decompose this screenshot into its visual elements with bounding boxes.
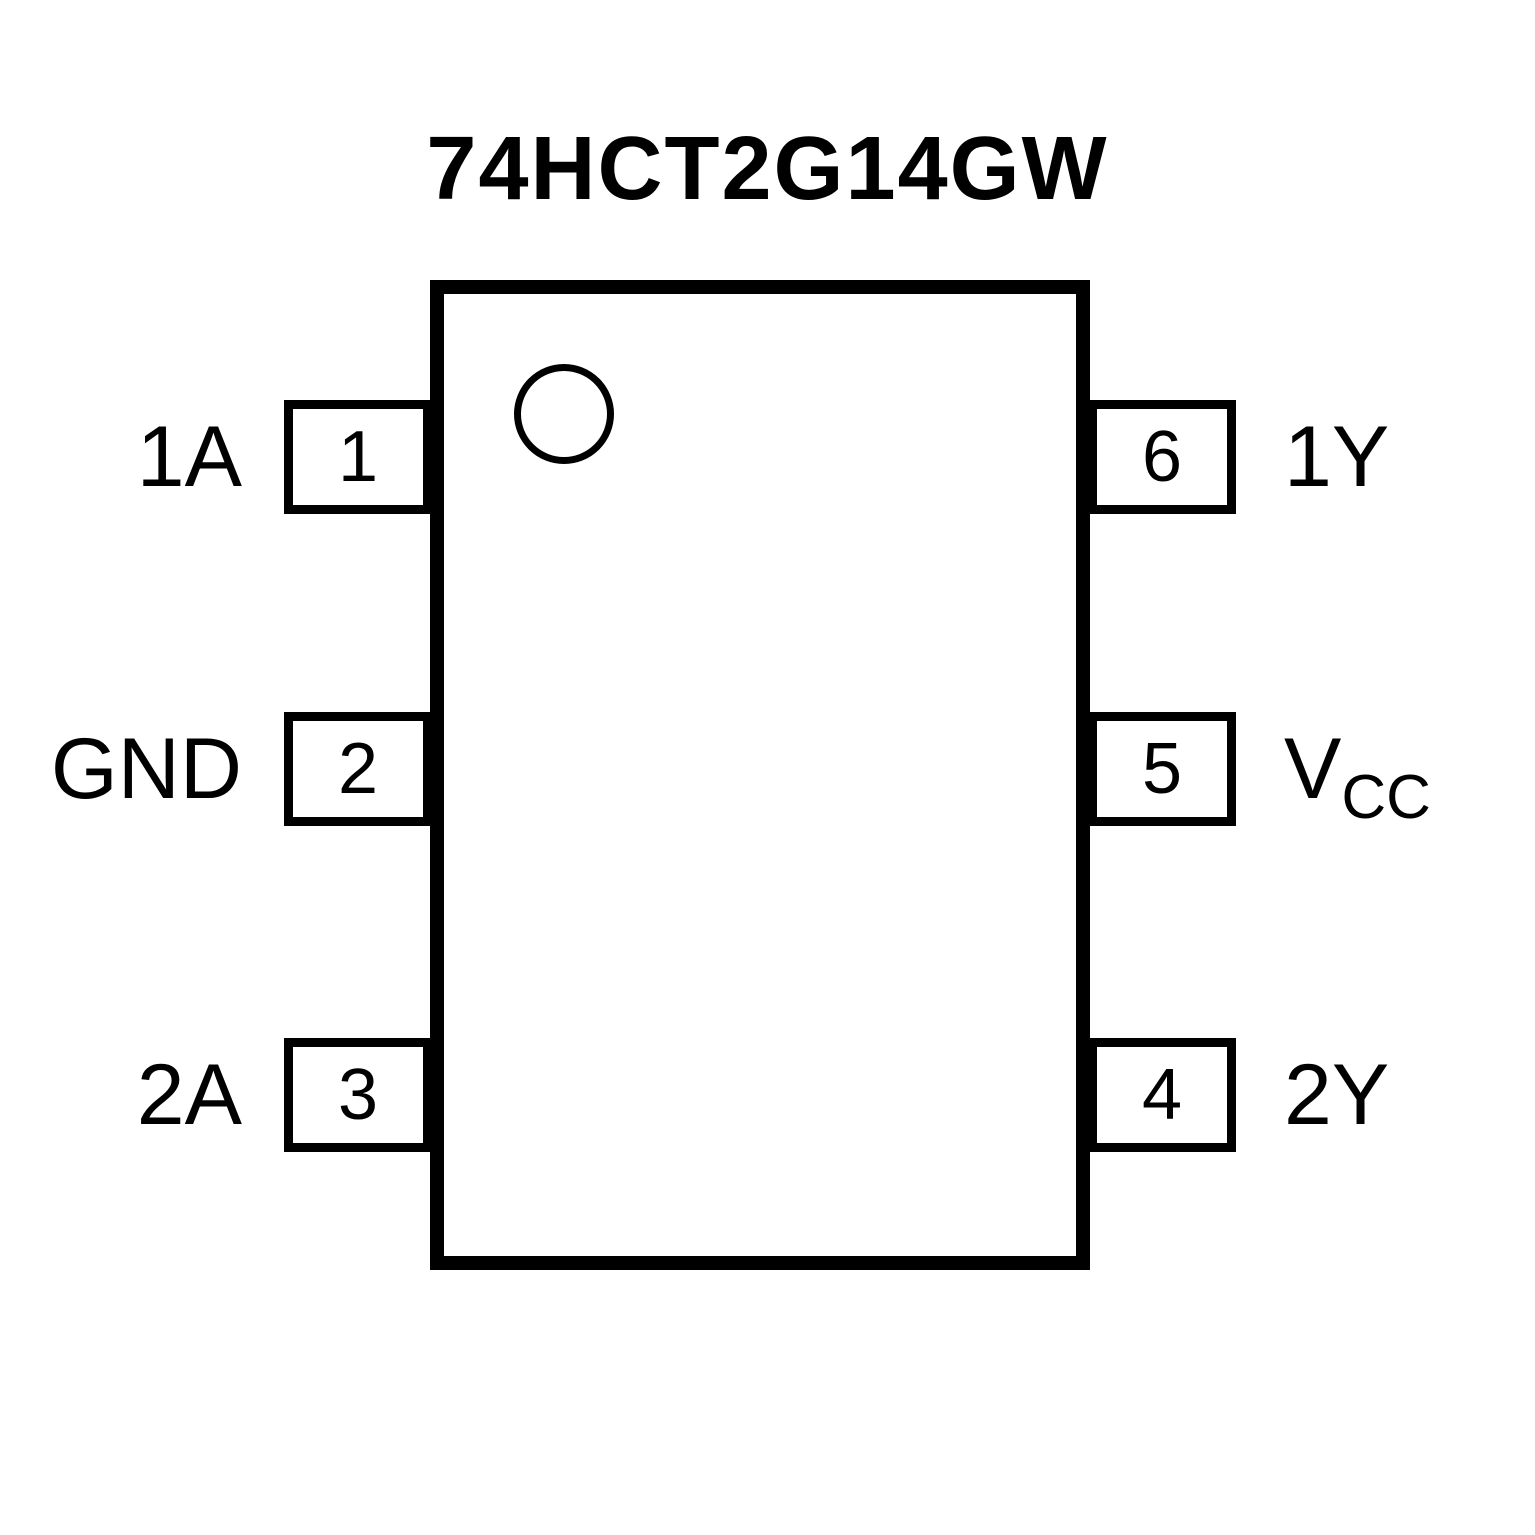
pin-number-6: 6 xyxy=(1141,417,1183,497)
pin-label-2a: 2A xyxy=(136,1047,242,1143)
pin-box-1: 1 xyxy=(284,400,432,514)
pin-number-4: 4 xyxy=(1141,1055,1183,1135)
pin-number-2: 2 xyxy=(337,729,379,809)
pin-label-2y: 2Y xyxy=(1284,1047,1390,1143)
pin-label-gnd: GND xyxy=(50,721,242,817)
pin-label-1y: 1Y xyxy=(1284,409,1390,505)
pin-number-5: 5 xyxy=(1141,729,1183,809)
pin-box-6: 6 xyxy=(1088,400,1236,514)
pin-box-2: 2 xyxy=(284,712,432,826)
pin-box-4: 4 xyxy=(1088,1038,1236,1152)
pin1-indicator-circle xyxy=(514,364,614,464)
pin-label-vcc: VCC xyxy=(1284,721,1431,832)
pin-box-5: 5 xyxy=(1088,712,1236,826)
chip-title: 74HCT2G14GW xyxy=(426,119,1109,219)
pin-number-3: 3 xyxy=(337,1055,379,1135)
pin-label-1a: 1A xyxy=(136,409,242,505)
pin-box-3: 3 xyxy=(284,1038,432,1152)
pin-number-1: 1 xyxy=(337,417,379,497)
